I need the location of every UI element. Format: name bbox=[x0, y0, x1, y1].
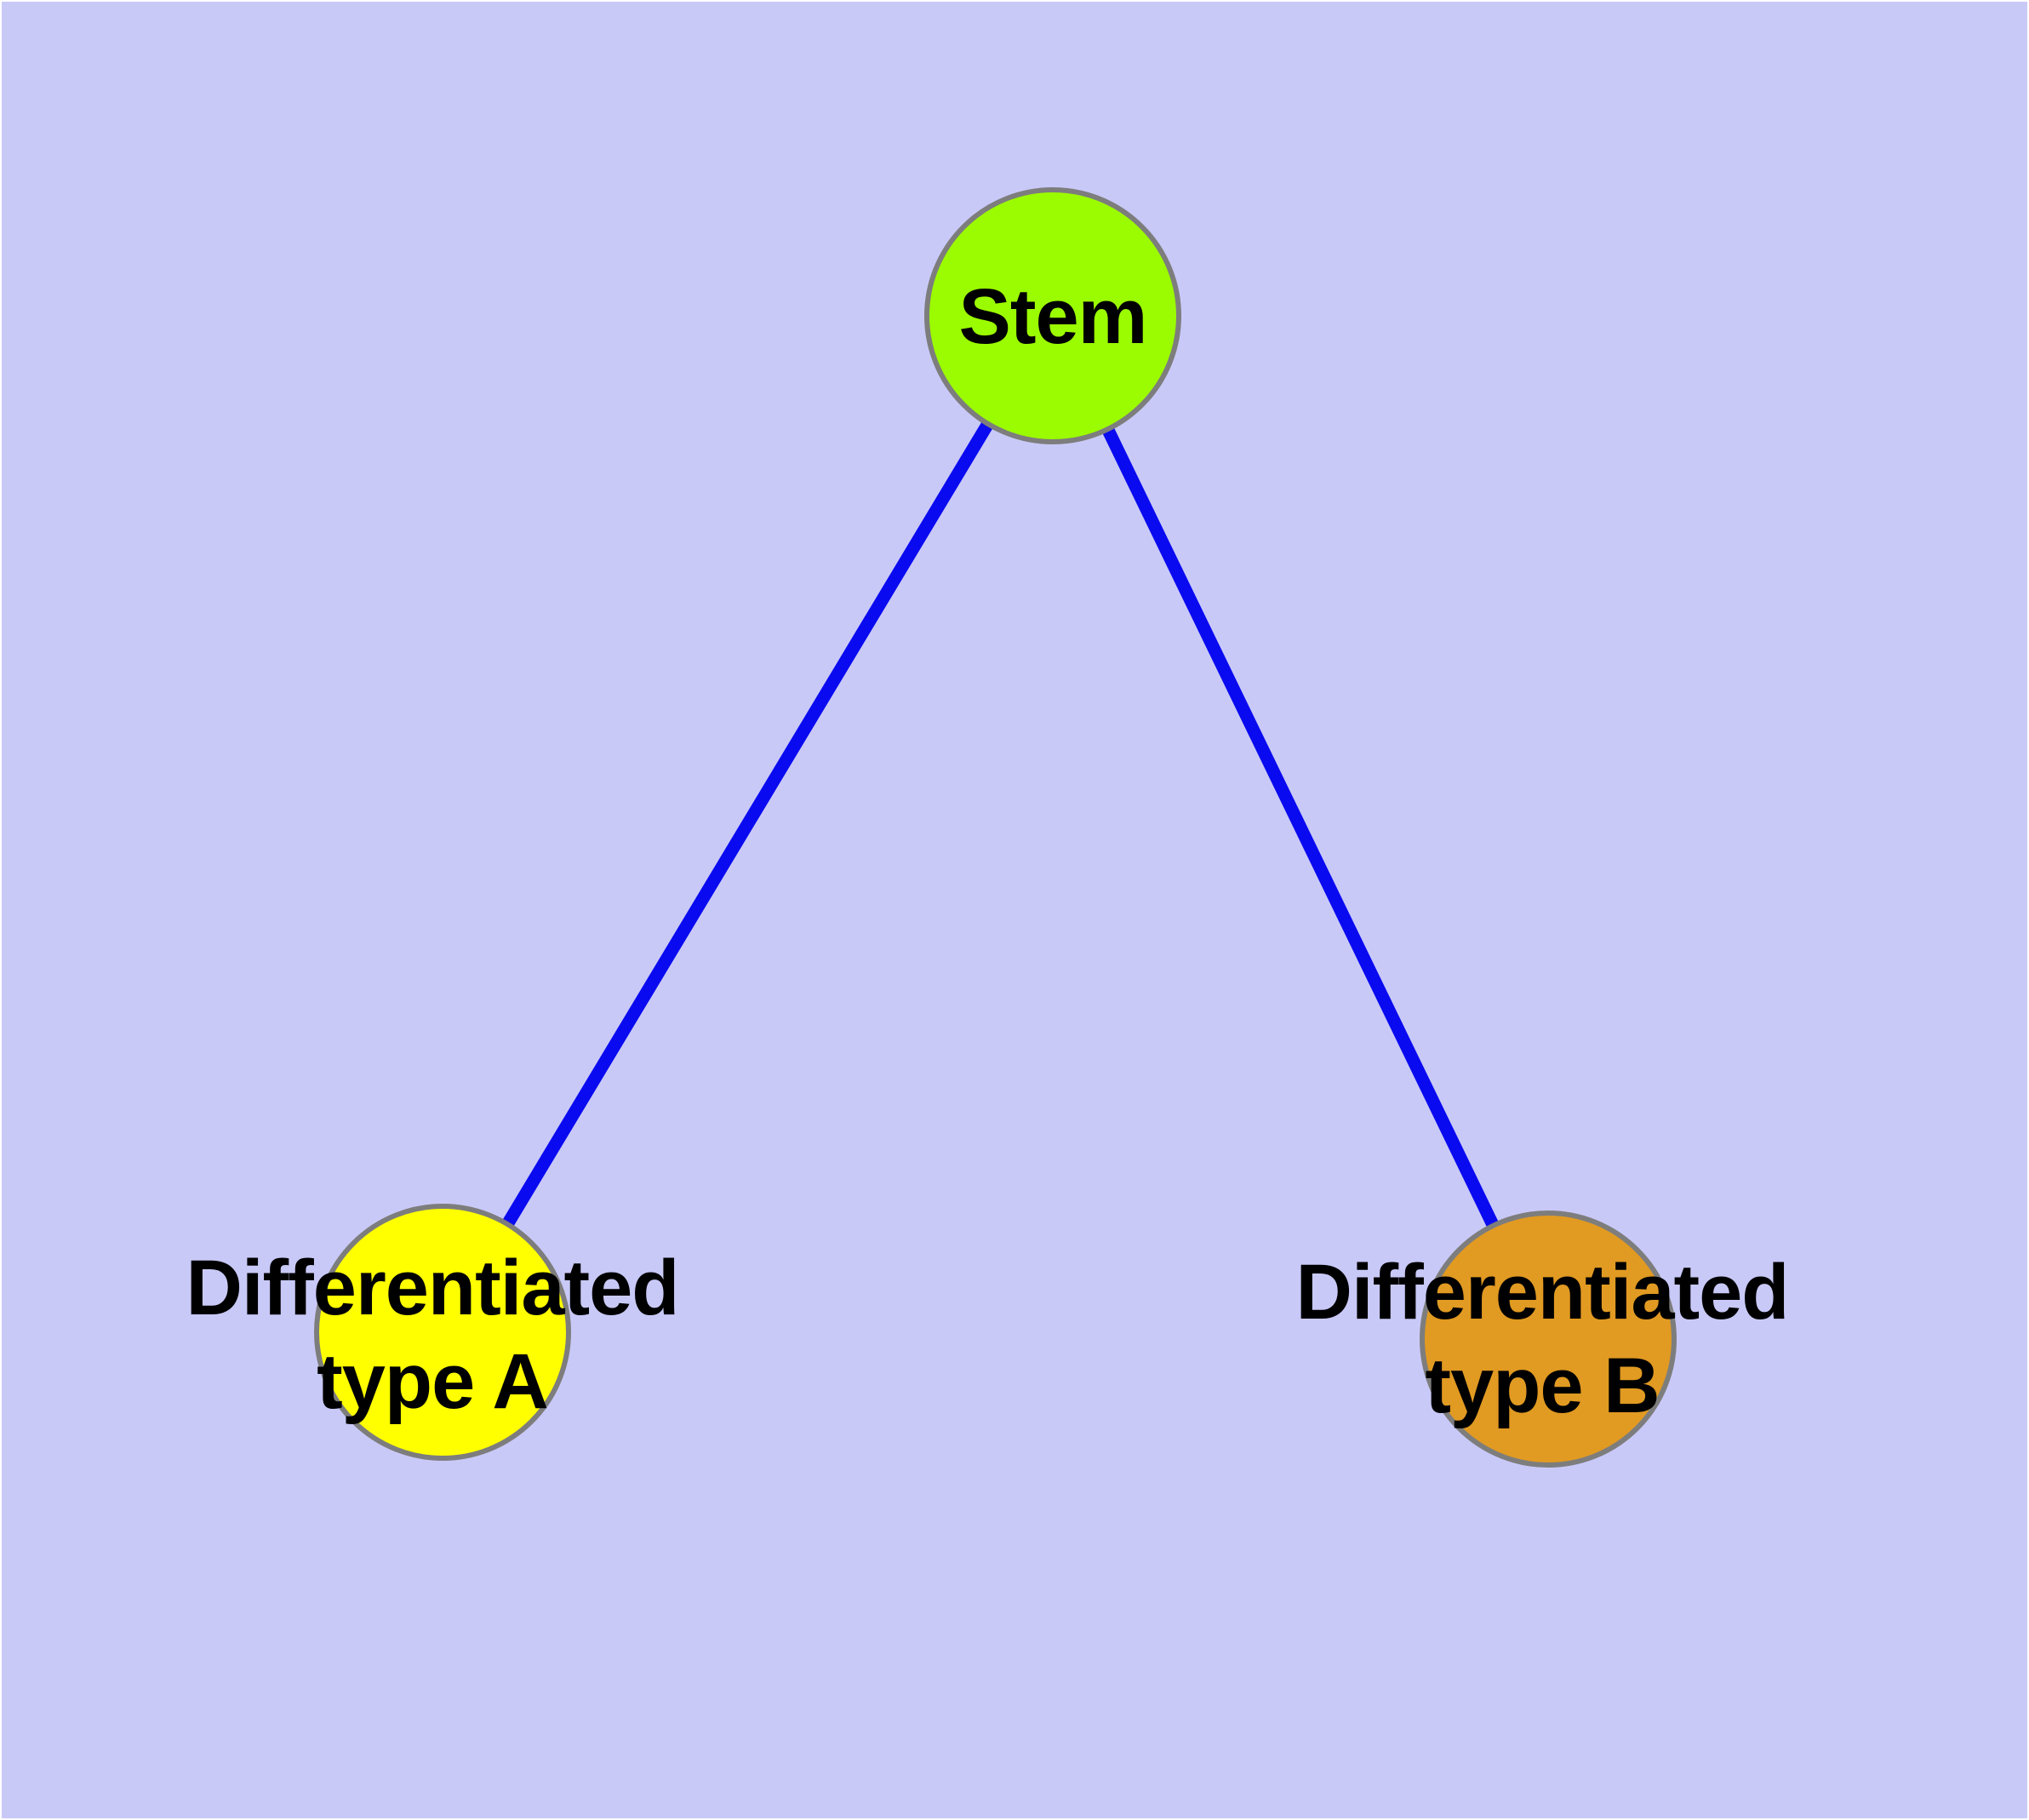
node-differentiated-type-a bbox=[314, 1204, 571, 1461]
node-label-stem: Stem bbox=[958, 273, 1148, 360]
node-stem bbox=[924, 187, 1181, 444]
node-differentiated-type-b bbox=[1420, 1210, 1677, 1468]
node-label-differentiated-type-a: Differentiated type A bbox=[186, 1245, 680, 1425]
edge-stem-to-type-a bbox=[437, 312, 1059, 1336]
edge-stem-to-type-b bbox=[1047, 312, 1554, 1342]
node-label-differentiated-type-b: Differentiated type B bbox=[1295, 1249, 1790, 1429]
